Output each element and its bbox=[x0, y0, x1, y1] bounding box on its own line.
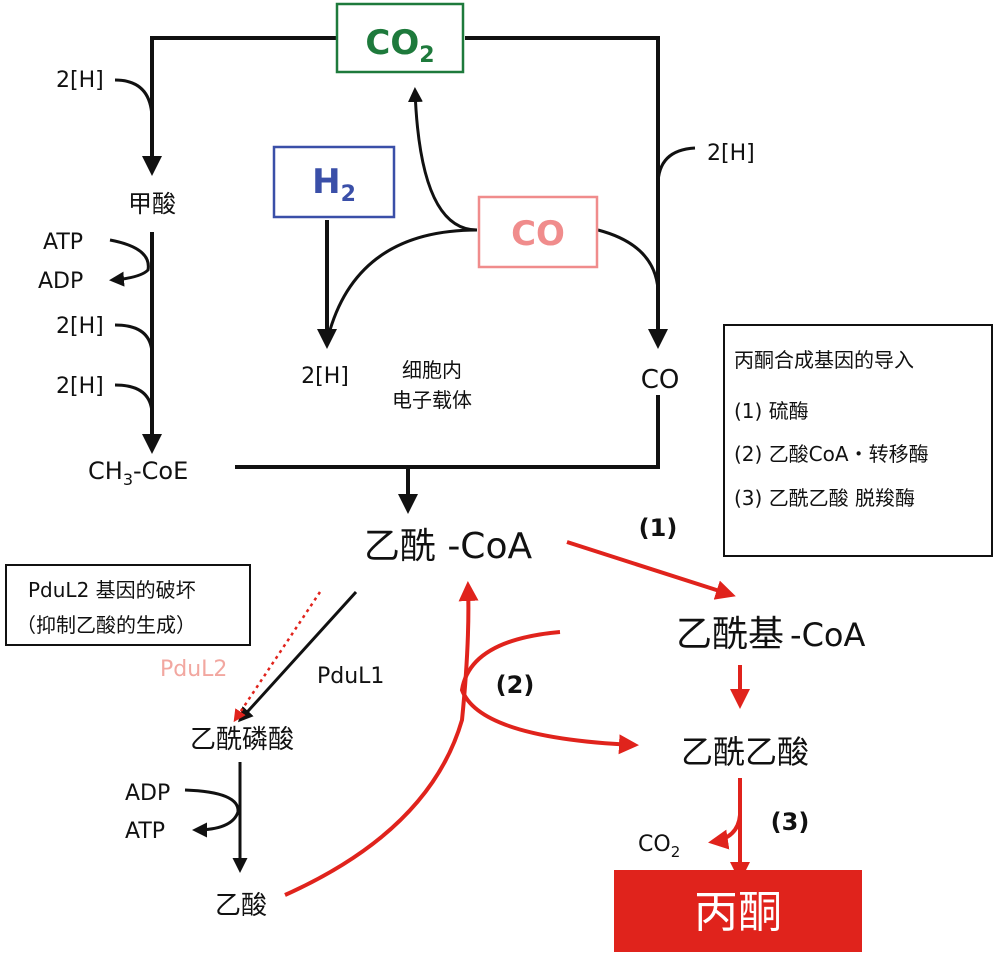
gene-legend-title: 丙酮合成基因的导入 bbox=[734, 348, 914, 372]
co2-top-sub: 2 bbox=[419, 43, 434, 68]
co-right-label: CO bbox=[641, 365, 680, 395]
h2-box: H2 bbox=[272, 145, 396, 219]
co-box: CO bbox=[477, 195, 599, 269]
h2-label: H bbox=[312, 162, 340, 202]
step1-label: (1) bbox=[639, 514, 678, 542]
h-left-2-label: 2[H] bbox=[56, 314, 104, 339]
svg-text:H2: H2 bbox=[312, 162, 356, 207]
acetoacetyl-coa-label: 乙酰基-CoA bbox=[676, 614, 865, 655]
svg-text:CO2: CO2 bbox=[365, 23, 434, 68]
adp-out-label: ADP bbox=[38, 269, 83, 294]
gene-legend: 丙酮合成基因的导入 (1) 硫酶 (2) 乙酸CoA・转移酶 (3) 乙酰乙酸 … bbox=[723, 324, 993, 557]
ch3-coe-label: CH3-CoE bbox=[88, 457, 188, 489]
h-top-left-label: 2[H] bbox=[56, 68, 104, 93]
co2-bottom-label: CO2 bbox=[638, 832, 680, 861]
co2-top-box: CO2 bbox=[335, 2, 465, 74]
acetone-label: 丙酮 bbox=[694, 887, 782, 938]
pdul1-label: PduL1 bbox=[317, 664, 384, 689]
pdul2-legend: PduL2 基因的破坏 （抑制乙酸的生成） bbox=[5, 564, 251, 646]
formate-label: 甲酸 bbox=[128, 190, 176, 218]
co2-top-label: CO bbox=[365, 23, 419, 63]
acetoacetate-label: 乙酰乙酸 bbox=[681, 733, 809, 771]
h2-sub: 2 bbox=[341, 182, 356, 207]
atp-out-label: ATP bbox=[125, 819, 165, 844]
adp-in-label: ADP bbox=[125, 781, 170, 806]
acetyl-phosphate-label: 乙酰磷酸 bbox=[190, 725, 294, 755]
co-box-label: CO bbox=[511, 214, 565, 254]
engineered-pathway bbox=[284, 540, 750, 897]
pdul2-legend-line1: PduL2 基因的破坏 bbox=[28, 578, 196, 602]
co2-bottom-sub: 2 bbox=[671, 843, 681, 861]
ch3-rest: -CoE bbox=[133, 457, 188, 485]
step3-label: (3) bbox=[771, 808, 810, 836]
step2-label: (2) bbox=[496, 671, 535, 699]
h-right-label: 2[H] bbox=[707, 141, 755, 166]
gene-legend-item-3: (3) 乙酰乙酸 脱羧酶 bbox=[734, 486, 915, 510]
carrier-label-2: 电子载体 bbox=[392, 388, 472, 412]
ch3-main: CH bbox=[88, 457, 123, 485]
ch3-sub: 3 bbox=[123, 470, 133, 489]
atp-in-label: ATP bbox=[43, 230, 83, 255]
cofactor-arrows bbox=[109, 78, 696, 873]
gene-legend-item-2: (2) 乙酸CoA・转移酶 bbox=[734, 442, 929, 466]
acetyl-coa-label: 乙酰 -CoA bbox=[364, 526, 533, 567]
pdul2-legend-line2: （抑制乙酸的生成） bbox=[16, 613, 196, 637]
acetoacetyl-suffix: -CoA bbox=[790, 616, 865, 654]
acetate-label: 乙酸 bbox=[215, 891, 267, 921]
carrier-label-1: 细胞内 bbox=[402, 358, 462, 382]
pdul2-disrupted-arrow bbox=[233, 591, 322, 723]
h2-product-label: 2[H] bbox=[301, 364, 349, 389]
acetoacetyl-main: 乙酰基 bbox=[676, 614, 784, 655]
pdul2-label: PduL2 bbox=[160, 657, 227, 682]
acetone-box: 丙酮 bbox=[614, 870, 862, 952]
co2-bottom-main: CO bbox=[638, 832, 671, 857]
gene-legend-item-1: (1) 硫酶 bbox=[734, 399, 809, 423]
top-cycle-lines bbox=[142, 36, 668, 514]
h-left-3-label: 2[H] bbox=[56, 374, 104, 399]
